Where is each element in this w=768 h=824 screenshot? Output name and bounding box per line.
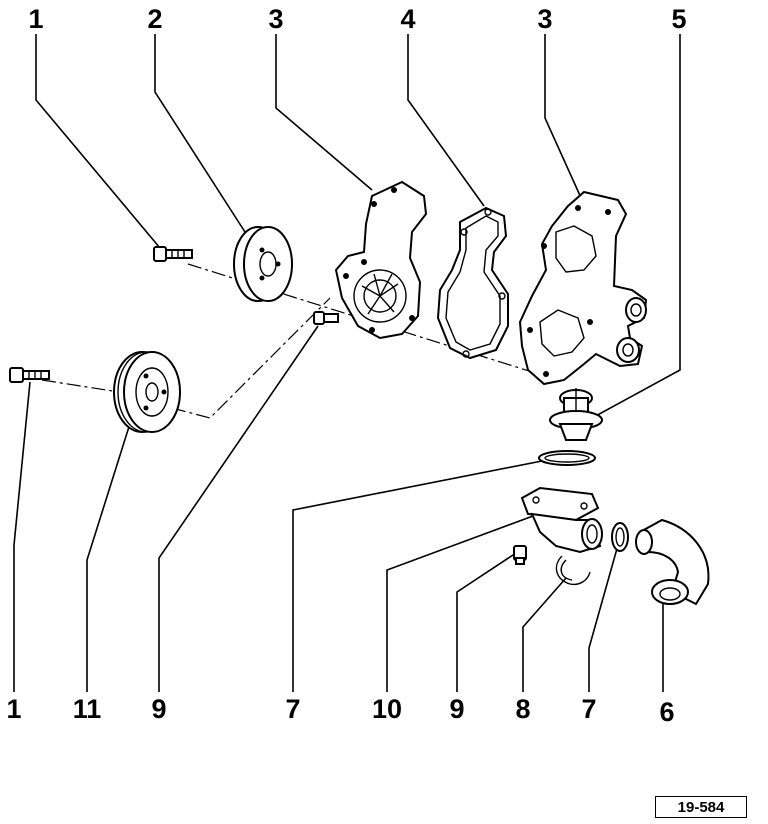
- callout-bottom-7a: 7: [285, 694, 300, 724]
- callout-bottom-10: 10: [372, 694, 402, 724]
- o-ring-icon: [611, 522, 629, 552]
- hose-icon: [635, 518, 710, 606]
- bolt-icon: [9, 367, 50, 383]
- callout-bottom-9a: 9: [151, 694, 166, 724]
- water-pump-icon: [334, 180, 428, 340]
- callout-bottom-9b: 9: [449, 694, 464, 724]
- figure-reference-label: 19-584: [655, 796, 747, 818]
- pulley-icon: [233, 226, 293, 302]
- callout-top-1: 1: [28, 4, 43, 34]
- callout-bottom-8: 8: [515, 694, 530, 724]
- gasket-icon: [436, 206, 509, 360]
- callout-top-5: 5: [671, 4, 686, 34]
- clip-icon: [555, 555, 591, 586]
- callout-top-4: 4: [400, 4, 415, 34]
- callout-bottom-11: 11: [73, 694, 102, 724]
- callout-top-3b: 3: [537, 4, 552, 34]
- pulley-icon: [113, 351, 181, 433]
- plug-icon: [513, 545, 527, 565]
- callout-bottom-7b: 7: [581, 694, 596, 724]
- o-ring-icon: [538, 450, 596, 466]
- pump-housing-icon: [518, 190, 648, 386]
- callout-top-3a: 3: [268, 4, 283, 34]
- callout-bottom-6: 6: [659, 697, 674, 727]
- thermostat-icon: [549, 388, 603, 441]
- leader-lines: [13, 34, 681, 692]
- plug-icon: [313, 311, 339, 325]
- callout-top-2: 2: [147, 4, 162, 34]
- callout-bottom-1: 1: [6, 694, 21, 724]
- flange-icon: [520, 486, 603, 554]
- bolt-icon: [153, 246, 193, 262]
